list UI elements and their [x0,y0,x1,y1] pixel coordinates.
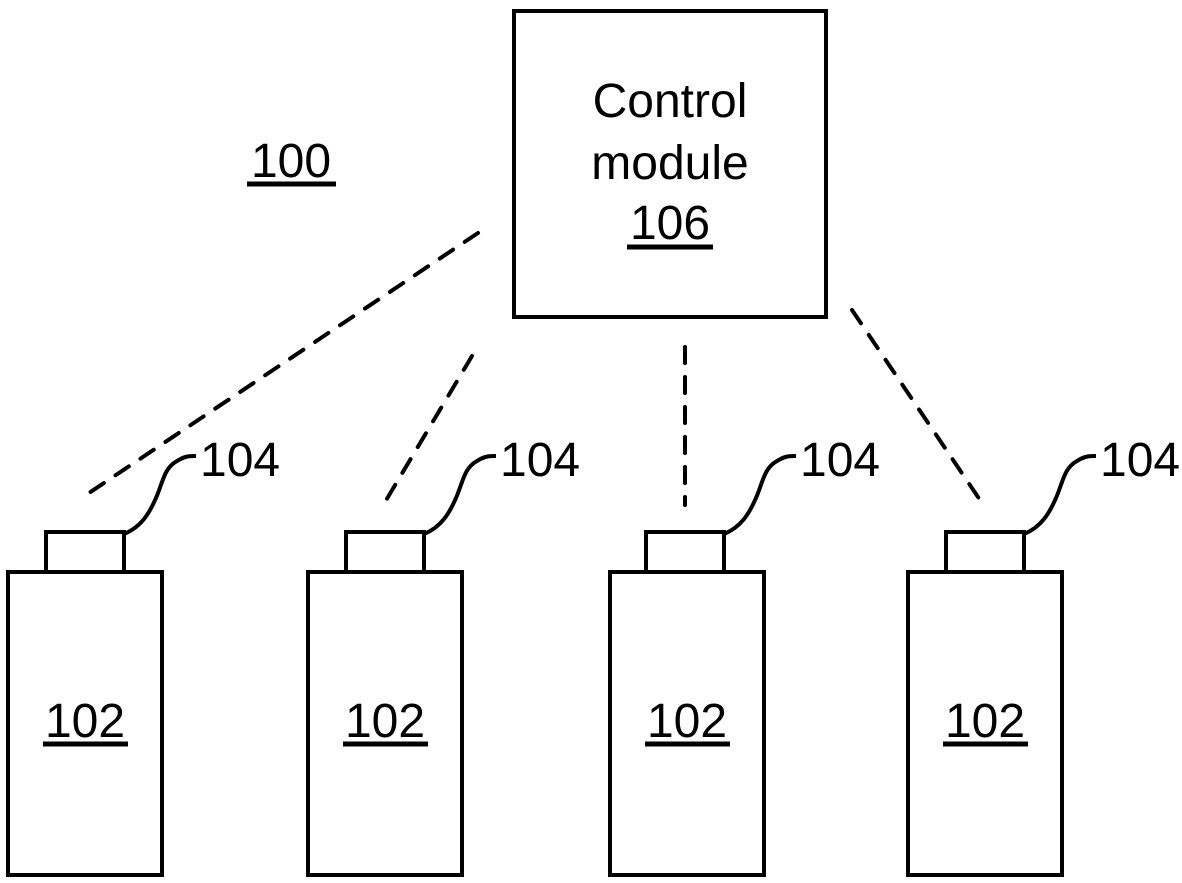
control-module-box [512,9,828,319]
device-reference-label: 102 [345,695,425,748]
dashed-link-line-1 [81,231,480,499]
device-2: 102 104 [306,434,580,877]
connector-leader-line [1023,454,1097,536]
device-3: 102 104 [608,434,880,877]
dashed-link-line-2 [383,354,474,504]
connector-leader-line [423,454,497,536]
device-reference-label: 102 [945,695,1025,748]
device-4: 102 104 [906,434,1180,877]
device-connector-box [344,530,426,575]
device-reference-label: 102 [45,695,125,748]
connector-reference-label: 104 [500,434,580,487]
connector-reference-label: 104 [800,434,880,487]
device-reference-label: 102 [647,695,727,748]
system-reference: 100 [247,135,336,188]
control-module-reference-label: 106 [630,197,710,250]
device-connector-box [44,530,126,575]
device-connector-box [944,530,1026,575]
device-box [608,570,766,877]
device-box [906,570,1064,877]
control-module: Control module 106 [512,9,828,319]
device-box [306,570,464,877]
device-connector-box [644,530,726,575]
system-reference-label: 100 [251,135,331,188]
control-module-name-line2: module [591,137,748,190]
control-module-name-line1: Control [593,75,748,128]
device-box [6,570,164,877]
device-1: 102 104 [6,434,280,877]
dashed-link-line-4 [850,308,982,502]
connector-leader-line [123,454,197,536]
connector-reference-label: 104 [1100,434,1180,487]
connector-leader-line [723,454,797,536]
connector-reference-label: 104 [200,434,280,487]
